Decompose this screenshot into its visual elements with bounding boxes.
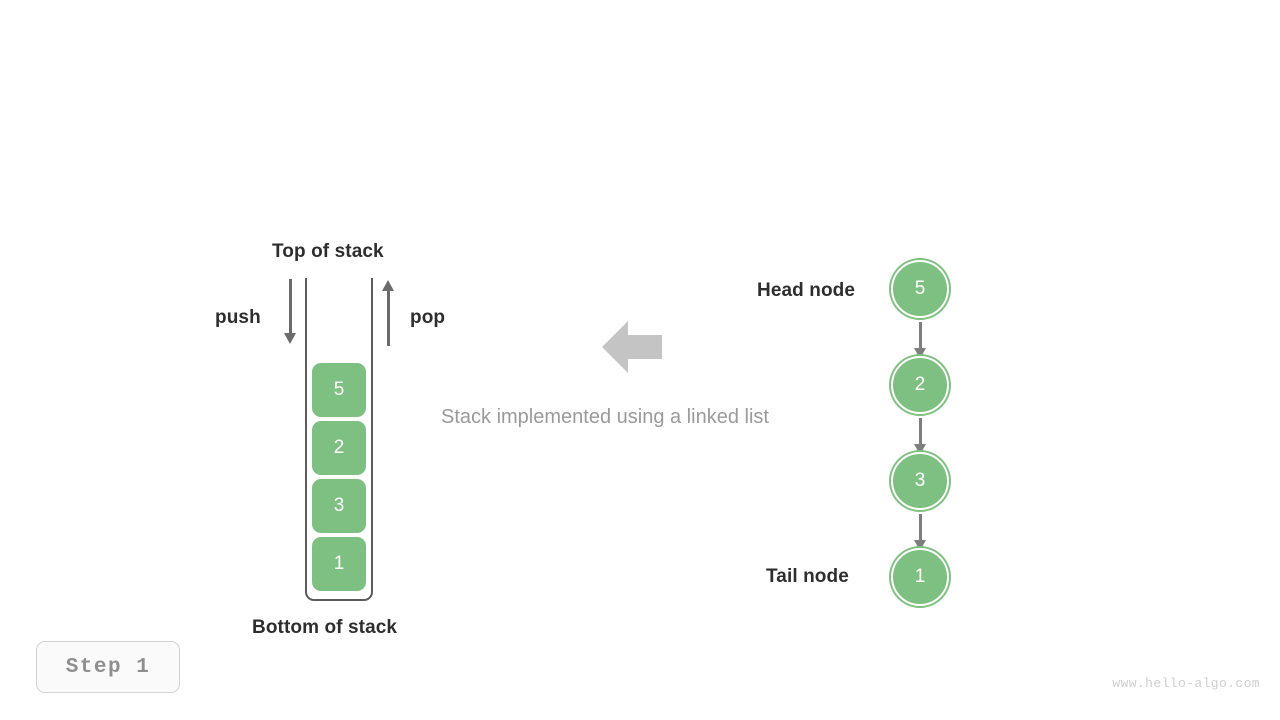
stack-item: 1 (312, 537, 366, 591)
top-of-stack-label: Top of stack (272, 241, 384, 262)
linked-list-node: 1 (891, 548, 949, 606)
bottom-of-stack-label: Bottom of stack (252, 617, 398, 638)
linked-list-link-arrowhead (914, 348, 926, 359)
stack-item: 5 (312, 363, 366, 417)
stack-container (305, 278, 373, 601)
diagram-caption: Stack implemented using a linked list (441, 406, 769, 428)
pop-arrow-line (387, 290, 390, 346)
stack-item: 3 (312, 479, 366, 533)
linked-list-link (919, 322, 922, 351)
tail-node-label: Tail node (766, 566, 849, 587)
linked-list-link-arrowhead (914, 540, 926, 551)
head-node-label: Head node (757, 280, 856, 301)
equivalence-arrow-left-icon (602, 318, 662, 376)
pop-label: pop (410, 307, 446, 328)
watermark: www.hello-algo.com (1112, 676, 1260, 691)
linked-list-link (919, 514, 922, 543)
linked-list-node: 3 (891, 452, 949, 510)
linked-list-node: 2 (891, 356, 949, 414)
linked-list-node: 5 (891, 260, 949, 318)
push-arrow-head (284, 333, 296, 344)
step-badge: Step 1 (36, 641, 180, 693)
linked-list-link-arrowhead (914, 444, 926, 455)
stack-item: 2 (312, 421, 366, 475)
stack-item-list: 5 2 3 1 (306, 363, 372, 598)
push-label: push (215, 307, 261, 328)
push-arrow-line (289, 279, 292, 335)
pop-arrow-head (382, 280, 394, 291)
linked-list-link (919, 418, 922, 447)
